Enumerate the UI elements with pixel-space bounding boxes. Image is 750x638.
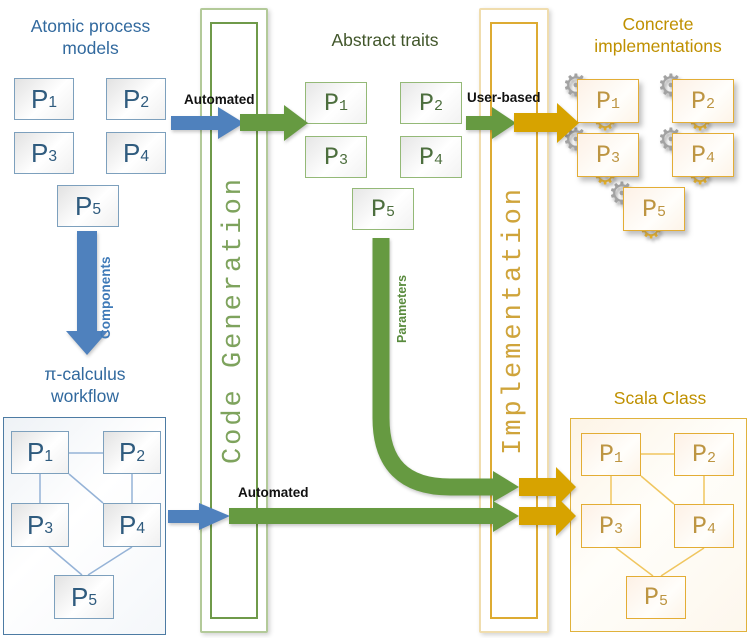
box-label: P — [122, 83, 141, 114]
components-label: Components — [98, 256, 113, 340]
box-label: P — [598, 511, 614, 541]
box-label: P — [418, 142, 434, 172]
code-generation-bar-inner: Code Generation — [210, 22, 258, 619]
concrete-title: Concrete implementations — [594, 14, 722, 56]
automated-bottom-label: Automated — [238, 485, 309, 500]
connection-line — [610, 453, 705, 577]
box-label: P — [598, 440, 614, 469]
code-generation-label: Code Generation — [219, 176, 249, 465]
scala-title: Scala Class — [613, 388, 707, 408]
box-label: P — [26, 437, 45, 467]
box-label: P — [418, 88, 434, 118]
abstract-title: Abstract traits — [331, 30, 439, 50]
workflow-title: π-calculus workflow — [44, 364, 126, 406]
box-label: P — [122, 137, 141, 168]
atomic-title: Atomic process models — [30, 16, 151, 58]
box-label: P — [641, 194, 657, 224]
workflow-connections — [39, 452, 133, 576]
concrete-group: ⚙ ⚙ ⚙ ⚙ ⚙ ⚙ ⚙ ⚙ ⚙ ⚙ P1 P2 P3 P4 P5 — [562, 70, 750, 243]
box-label: P — [118, 437, 137, 467]
box-label: P — [30, 137, 49, 168]
box-label: P — [70, 581, 89, 612]
box-label: P — [691, 511, 707, 541]
parameters-label: Parameters — [395, 274, 409, 343]
box-label: P — [690, 86, 706, 116]
box-label: P — [691, 440, 707, 469]
implementation-label: Implementation — [499, 186, 529, 455]
box-label: P — [643, 583, 659, 612]
implementation-bar-inner: Implementation — [490, 22, 538, 619]
box-label: P — [26, 509, 45, 540]
box-label: P — [323, 88, 339, 118]
box-label: P — [595, 140, 611, 170]
box-label: P — [323, 142, 339, 172]
automated-arrow-green-bottom — [229, 501, 519, 532]
box-label: P — [370, 194, 386, 224]
box-label: P — [118, 509, 137, 540]
user-based-label: User-based — [467, 90, 541, 105]
box-label: P — [690, 140, 706, 170]
box-label: P — [30, 83, 49, 114]
box-label: P — [74, 190, 93, 221]
scala-connections — [610, 453, 705, 577]
box-label: P — [595, 86, 611, 116]
automated-top-label: Automated — [184, 92, 255, 107]
connection-line — [39, 452, 133, 576]
